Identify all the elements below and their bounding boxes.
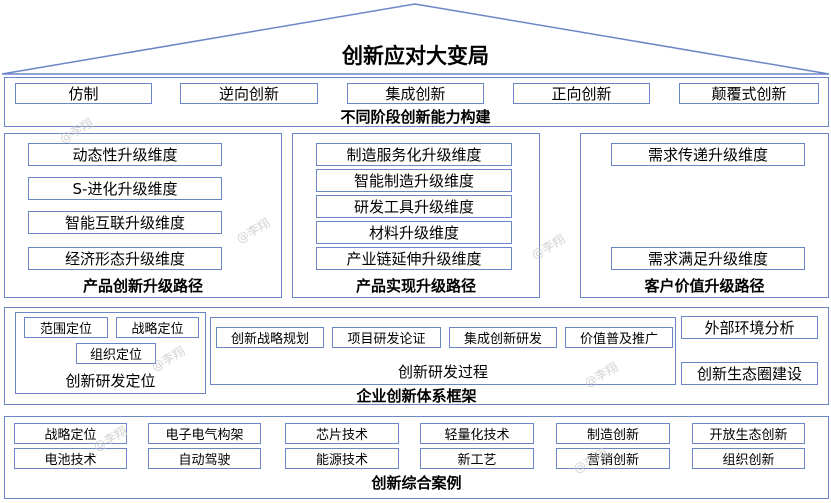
product-dimension-box: S-进化升级维度: [28, 177, 222, 200]
realization-dimension-box: 产业链延伸升级维度: [316, 247, 512, 270]
stage-box-forward: 正向创新: [513, 83, 650, 104]
stage-box-disruptive: 颠覆式创新: [679, 83, 819, 104]
process-box: 集成创新研发: [449, 327, 557, 348]
process-box: 创新战略规划: [216, 327, 324, 348]
cases-caption: 创新综合案例: [371, 474, 462, 492]
realization-dimension-box: 智能制造升级维度: [316, 169, 512, 192]
customer-path-caption: 客户价值升级路径: [644, 277, 765, 295]
realization-dimension-box: 研发工具升级维度: [316, 195, 512, 218]
case-box: 营销创新: [556, 448, 670, 469]
external-analysis-box: 外部环境分析: [681, 316, 818, 339]
realization-path-caption: 产品实现升级路径: [355, 277, 476, 295]
case-box: 自动驾驶: [148, 448, 261, 469]
case-box: 电子电气构架: [148, 423, 261, 444]
case-box: 组织创新: [692, 448, 805, 469]
product-dimension-box: 智能互联升级维度: [28, 211, 222, 234]
cases-panel: [4, 416, 829, 499]
positioning-box: 战略定位: [116, 317, 199, 338]
realization-dimension-box: 制造服务化升级维度: [316, 143, 512, 166]
positioning-box: 范围定位: [24, 317, 108, 338]
framework-caption: 企业创新体系框架: [356, 387, 477, 405]
positioning-caption: 创新研发定位: [65, 372, 156, 390]
product-dimension-box: 经济形态升级维度: [28, 247, 222, 270]
page-title: 创新应对大变局: [342, 44, 489, 68]
case-box: 制造创新: [556, 423, 670, 444]
product-dimension-box: 动态性升级维度: [28, 143, 222, 166]
positioning-box: 组织定位: [76, 343, 156, 364]
case-box: 能源技术: [285, 448, 399, 469]
stage-box-reverse: 逆向创新: [180, 83, 318, 104]
product-path-caption: 产品创新升级路径: [82, 277, 203, 295]
case-box: 开放生态创新: [692, 423, 805, 444]
stages-caption: 不同阶段创新能力构建: [340, 108, 491, 126]
process-caption: 创新研发过程: [397, 363, 488, 381]
customer-dimension-box: 需求满足升级维度: [611, 247, 805, 270]
customer-dimension-box: 需求传递升级维度: [611, 143, 805, 166]
ecosystem-box: 创新生态圈建设: [681, 362, 818, 385]
case-box: 轻量化技术: [420, 423, 534, 444]
roof-outline: [1, 3, 830, 75]
case-box: 新工艺: [420, 448, 534, 469]
stage-box-imitation: 仿制: [15, 83, 152, 104]
stage-box-integrated: 集成创新: [347, 83, 484, 104]
process-box: 项目研发论证: [332, 327, 441, 348]
realization-dimension-box: 材料升级维度: [316, 221, 512, 244]
case-box: 芯片技术: [285, 423, 399, 444]
case-box: 电池技术: [14, 448, 127, 469]
process-box: 价值普及推广: [565, 327, 673, 348]
case-box: 战略定位: [14, 423, 127, 444]
